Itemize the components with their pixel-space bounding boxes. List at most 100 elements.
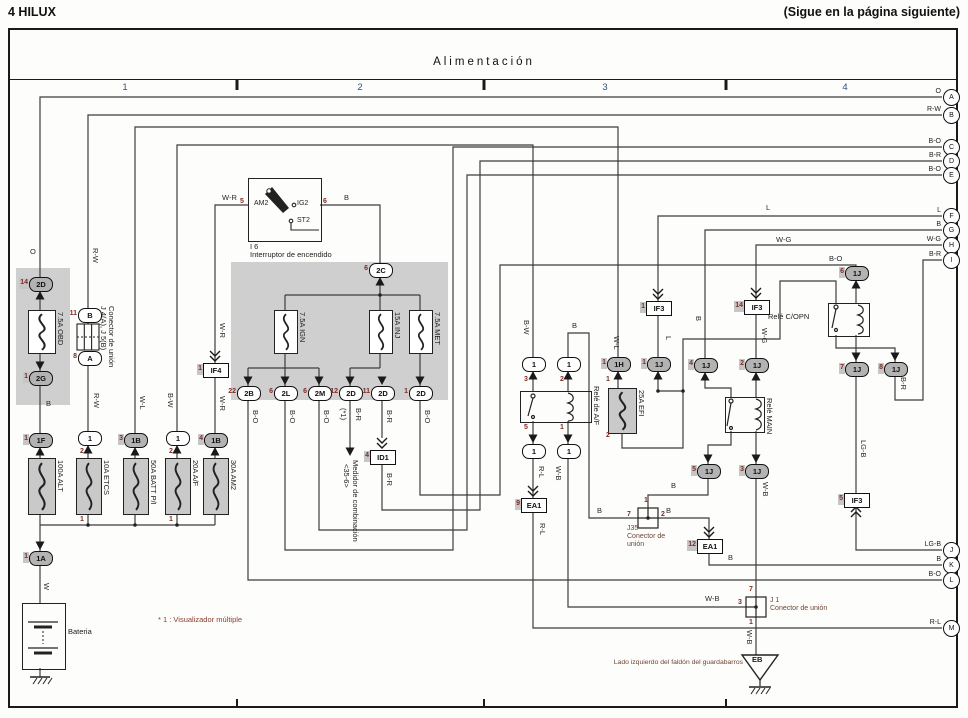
column-number: 2 xyxy=(357,82,363,93)
connector-pill: 6 2L xyxy=(269,386,298,401)
fuse-label: 7.5A OBD xyxy=(56,312,65,346)
diagram-label: B xyxy=(597,506,603,515)
fuse-label: 10A ETCS xyxy=(102,460,111,496)
fuse: 100A ALT xyxy=(28,458,65,515)
fuse-label: 7.5A MET xyxy=(433,312,442,345)
diagram-label: L xyxy=(664,336,673,341)
fuse: 7.5A MET xyxy=(409,310,442,354)
connector-label: 1 xyxy=(87,434,93,443)
connector-label: B xyxy=(87,311,93,320)
fuse-label: 100A ALT xyxy=(56,460,65,492)
column-number: 1 xyxy=(122,82,128,93)
diagram-label: B-O xyxy=(251,410,260,424)
fuse: 20A A/F xyxy=(165,458,200,515)
edge-connector: LG-B J xyxy=(872,541,960,559)
connector-pin-number: 6 xyxy=(269,388,273,395)
fuse-element-icon xyxy=(618,391,627,431)
connector-label: 2M xyxy=(314,389,326,398)
edge-wire-label: B xyxy=(936,220,941,228)
connector-box: 12 EA1 xyxy=(687,539,723,554)
diagram-label: R-W xyxy=(91,248,100,263)
edge-wire-label: O xyxy=(935,87,941,95)
connector-pill: 1 xyxy=(166,431,190,446)
connector-label: 2D xyxy=(416,389,426,398)
connector-pin-number: 6 xyxy=(364,265,368,272)
connector-pill: 1 xyxy=(78,431,102,446)
connector-label: 1J xyxy=(704,467,714,476)
connector-label: IF3 xyxy=(653,304,665,313)
diagram-label: Conector de xyxy=(627,533,666,540)
diagram-label: B-R xyxy=(385,410,394,423)
connector-pill: 1 xyxy=(557,444,581,459)
connector-pill: 8 1J xyxy=(878,362,908,377)
diagram-label: ST2 xyxy=(297,217,310,224)
connector-pin-number: 11 xyxy=(362,388,370,395)
connector-box: 5 IF3 xyxy=(838,493,870,508)
column-ruler xyxy=(8,79,958,80)
connector-pin-number: 12 xyxy=(330,388,338,395)
connector-label: 1 xyxy=(566,360,572,369)
connector-label: 1B xyxy=(131,436,141,445)
diagram-label: W-B xyxy=(745,630,754,645)
fuse: 10A ETCS xyxy=(76,458,111,515)
edge-connector: B-O E xyxy=(872,166,960,184)
diagram-label: W-B xyxy=(554,466,563,481)
fuse: 7.5A OBD xyxy=(28,310,65,354)
relay-copn xyxy=(828,303,870,337)
connector-pin-number: 1 xyxy=(23,372,29,383)
connector-pill: 5 1J xyxy=(691,464,721,479)
connector-label: 1A xyxy=(36,554,46,563)
relay-main xyxy=(725,397,765,433)
diagram-label: W-G xyxy=(776,235,792,244)
fuse-element-icon xyxy=(132,462,140,511)
connector-pin-number: 1 xyxy=(23,434,29,445)
edge-connector: L F xyxy=(872,207,960,225)
diagram-label: B-R xyxy=(354,408,363,421)
diagram-label: B-R xyxy=(899,377,908,390)
diagram-label: J 1 xyxy=(770,597,780,604)
connector-pill: 4 1B xyxy=(198,433,228,448)
connector-pin-number: 1 xyxy=(601,358,607,369)
connector-pill: 1 xyxy=(522,444,546,459)
diagram-label: 2 xyxy=(169,448,173,455)
diagram-label: 7 xyxy=(627,511,631,518)
diagram-label: 1 xyxy=(749,619,753,626)
edge-wire-label: L xyxy=(937,206,941,214)
edge-connector-circle: K xyxy=(943,556,960,574)
connector-pill: 6 2M xyxy=(303,386,332,401)
diagram-label: Conector de unión xyxy=(107,306,116,368)
diagram-label: Interruptor de encendido xyxy=(250,250,332,259)
fuse: 25A EFI xyxy=(608,388,646,434)
diagram-label: W-R xyxy=(218,323,227,338)
battery-ground-symbol xyxy=(30,676,53,685)
edge-wire-label: W-G xyxy=(926,235,941,243)
connector-box: 1 IF4 xyxy=(197,363,229,378)
diagram-label: O xyxy=(30,247,36,256)
edge-connector: B-O L xyxy=(872,571,960,589)
fuse-element-icon xyxy=(417,313,425,351)
diagram-label: W-R xyxy=(222,193,237,202)
connector-label: 1F xyxy=(36,436,46,445)
fuse: 15A INJ xyxy=(369,310,402,354)
connector-pin-number: 9 xyxy=(515,499,521,510)
diagram-label: AM2 xyxy=(254,200,269,207)
diagram-label: B-O xyxy=(829,254,843,263)
edge-connector: R-W B xyxy=(872,106,960,124)
connector-pin-number: 11 xyxy=(69,310,77,317)
edge-wire-label: LG-B xyxy=(924,540,941,548)
edge-wire-label: B-O xyxy=(928,137,941,145)
diagram-label: B xyxy=(666,506,672,515)
connector-pill: 8 A xyxy=(73,351,102,366)
diagram-label: B xyxy=(46,399,52,408)
connector-label: 2D xyxy=(346,389,356,398)
fuse-label: 15A INJ xyxy=(393,312,402,339)
connector-pill: 11 B xyxy=(70,308,102,323)
diagram-label: <35-6> xyxy=(342,464,351,488)
diagram-label: 1 xyxy=(606,376,610,383)
page-header-model: 4 HILUX xyxy=(8,5,56,19)
diagram-label: B xyxy=(728,553,734,562)
diagram-label: B-O xyxy=(288,410,297,424)
diagram-label: 3 xyxy=(738,599,742,606)
diagram-label: 2 xyxy=(606,432,610,439)
